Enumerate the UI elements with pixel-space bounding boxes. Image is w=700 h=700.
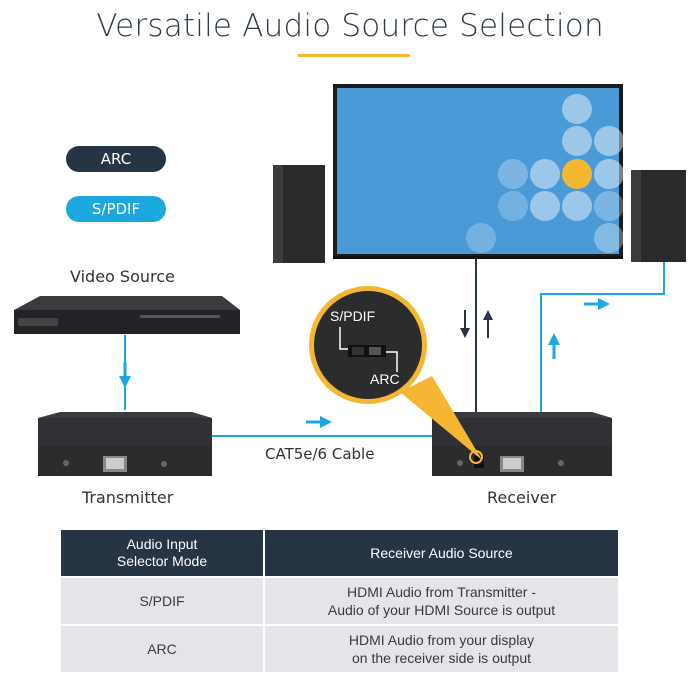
receiver-switch-highlight xyxy=(469,450,483,464)
arrow-right-icon xyxy=(598,298,610,310)
speaker-left xyxy=(273,165,325,263)
speaker-right xyxy=(631,170,686,262)
table-row: S/PDIF HDMI Audio from Transmitter - Aud… xyxy=(61,578,618,624)
legend-arc: ARC xyxy=(66,146,166,172)
arrow-down-icon xyxy=(460,328,470,338)
header-selector-mode: Audio Input Selector Mode xyxy=(61,530,263,576)
table-row: ARC HDMI Audio from your display on the … xyxy=(61,626,618,672)
dvd-player xyxy=(14,296,240,334)
video-source-label: Video Source xyxy=(70,267,175,286)
table-cell-description: HDMI Audio from your display on the rece… xyxy=(265,626,618,672)
cable-label: CAT5e/6 Cable xyxy=(265,445,375,463)
transmitter-label: Transmitter xyxy=(82,488,174,507)
table-cell-mode: S/PDIF xyxy=(61,578,263,624)
header-receiver-audio-source: Receiver Audio Source xyxy=(265,530,618,576)
table-cell-mode: ARC xyxy=(61,626,263,672)
title-underline xyxy=(298,54,410,57)
tv-display xyxy=(333,84,624,259)
table-cell-description: HDMI Audio from Transmitter - Audio of y… xyxy=(265,578,618,624)
zoom-callout xyxy=(309,286,483,464)
arc-path xyxy=(460,258,493,412)
receiver-label: Receiver xyxy=(487,488,557,507)
audio-source-table: Audio Input Selector Mode Receiver Audio… xyxy=(59,528,620,674)
spdif-arrows xyxy=(119,298,610,428)
zoom-arc-label: ARC xyxy=(370,371,400,387)
table-header-row: Audio Input Selector Mode Receiver Audio… xyxy=(61,530,618,576)
page-title: Versatile Audio Source Selection xyxy=(96,8,604,44)
legend-spdif: S/PDIF xyxy=(66,196,166,222)
arrow-up-icon xyxy=(483,310,493,320)
transmitter-device xyxy=(38,412,212,476)
zoom-spdif-label: S/PDIF xyxy=(330,308,376,324)
arrow-right-icon xyxy=(320,416,332,428)
connection-diagram xyxy=(14,84,686,476)
arrow-down-icon xyxy=(119,376,131,388)
arrow-up-icon xyxy=(548,333,560,345)
